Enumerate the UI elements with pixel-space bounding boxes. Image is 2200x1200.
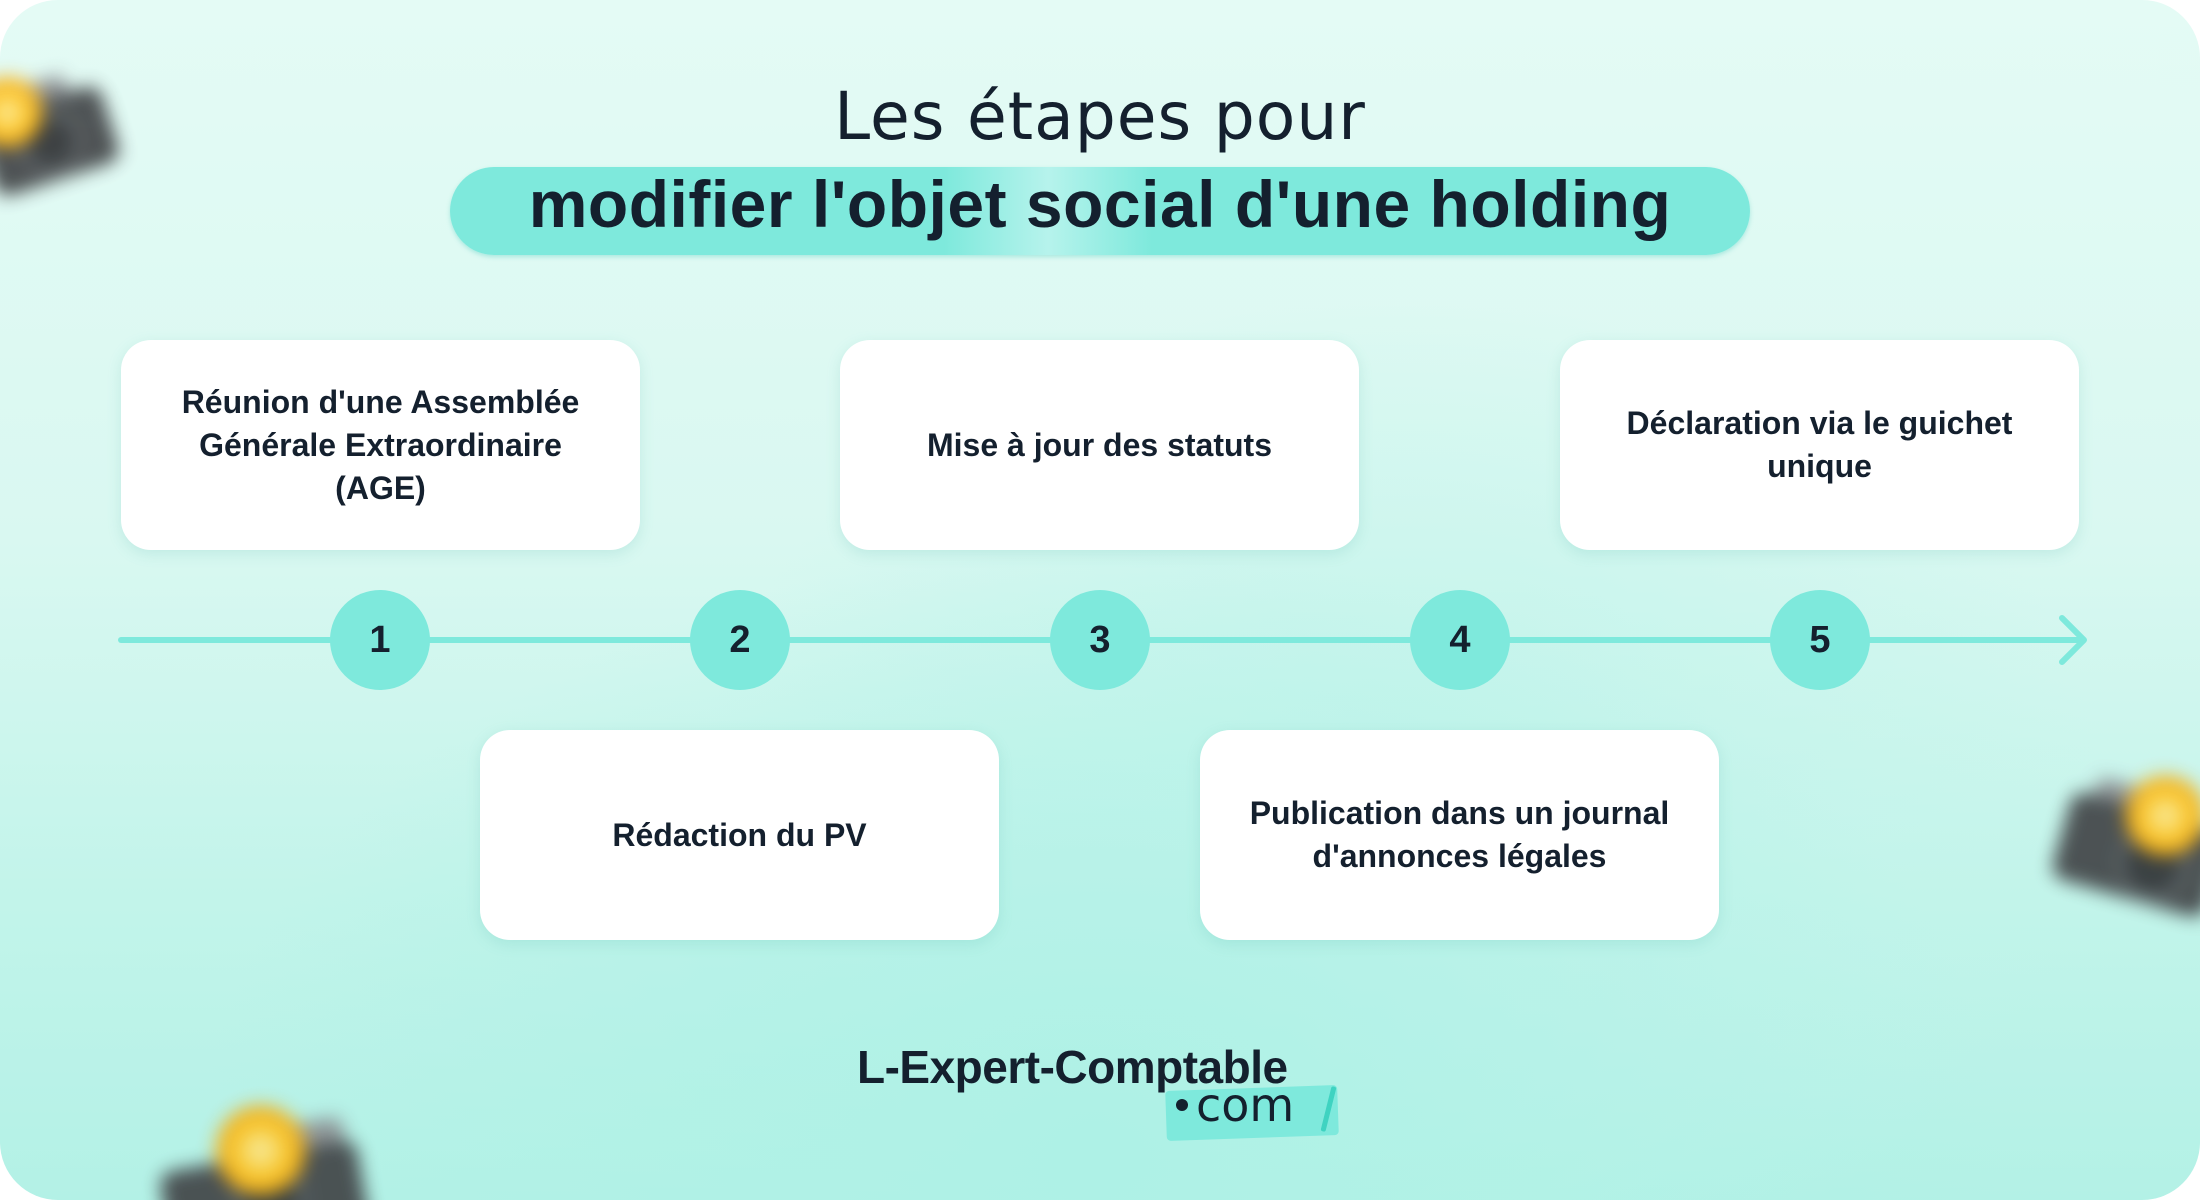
step-number-4: 4 bbox=[1410, 590, 1510, 690]
step-number-5: 5 bbox=[1770, 590, 1870, 690]
logo-suffix-text: com bbox=[1196, 1078, 1295, 1132]
title-line-2: modifier l'objet social d'une holding bbox=[528, 167, 1672, 241]
camera-flash-icon bbox=[2044, 761, 2200, 940]
step-card-3: Mise à jour des statuts bbox=[840, 340, 1359, 550]
title-line-1: Les étapes pour bbox=[834, 78, 1366, 155]
title-highlight-band bbox=[450, 167, 1750, 255]
step-number-1: 1 bbox=[330, 590, 430, 690]
step-number-3: 3 bbox=[1050, 590, 1150, 690]
step-card-label: Réunion d'une Assemblée Générale Extraor… bbox=[181, 383, 580, 506]
step-card-label: Rédaction du PV bbox=[612, 816, 867, 853]
step-card-1: Réunion d'une Assemblée Générale Extraor… bbox=[121, 340, 640, 550]
step-card-label: Déclaration via le guichet unique bbox=[1626, 405, 2013, 484]
step-card-4: Publication dans un journal d'annonces l… bbox=[1200, 730, 1719, 940]
step-card-label: Publication dans un journal d'annonces l… bbox=[1249, 795, 1670, 874]
step-card-label: Mise à jour des statuts bbox=[927, 426, 1272, 463]
step-card-5: Déclaration via le guichet unique bbox=[1560, 340, 2079, 550]
logo-dot bbox=[1176, 1098, 1188, 1111]
step-number-2: 2 bbox=[690, 590, 790, 690]
camera-flash-icon bbox=[150, 1093, 379, 1200]
logo-name: L-Expert-Comptable bbox=[857, 1041, 1288, 1093]
logo-suffix: com bbox=[1176, 1078, 1294, 1132]
step-card-2: Rédaction du PV bbox=[480, 730, 999, 940]
arrow-right-icon bbox=[2059, 615, 2087, 665]
